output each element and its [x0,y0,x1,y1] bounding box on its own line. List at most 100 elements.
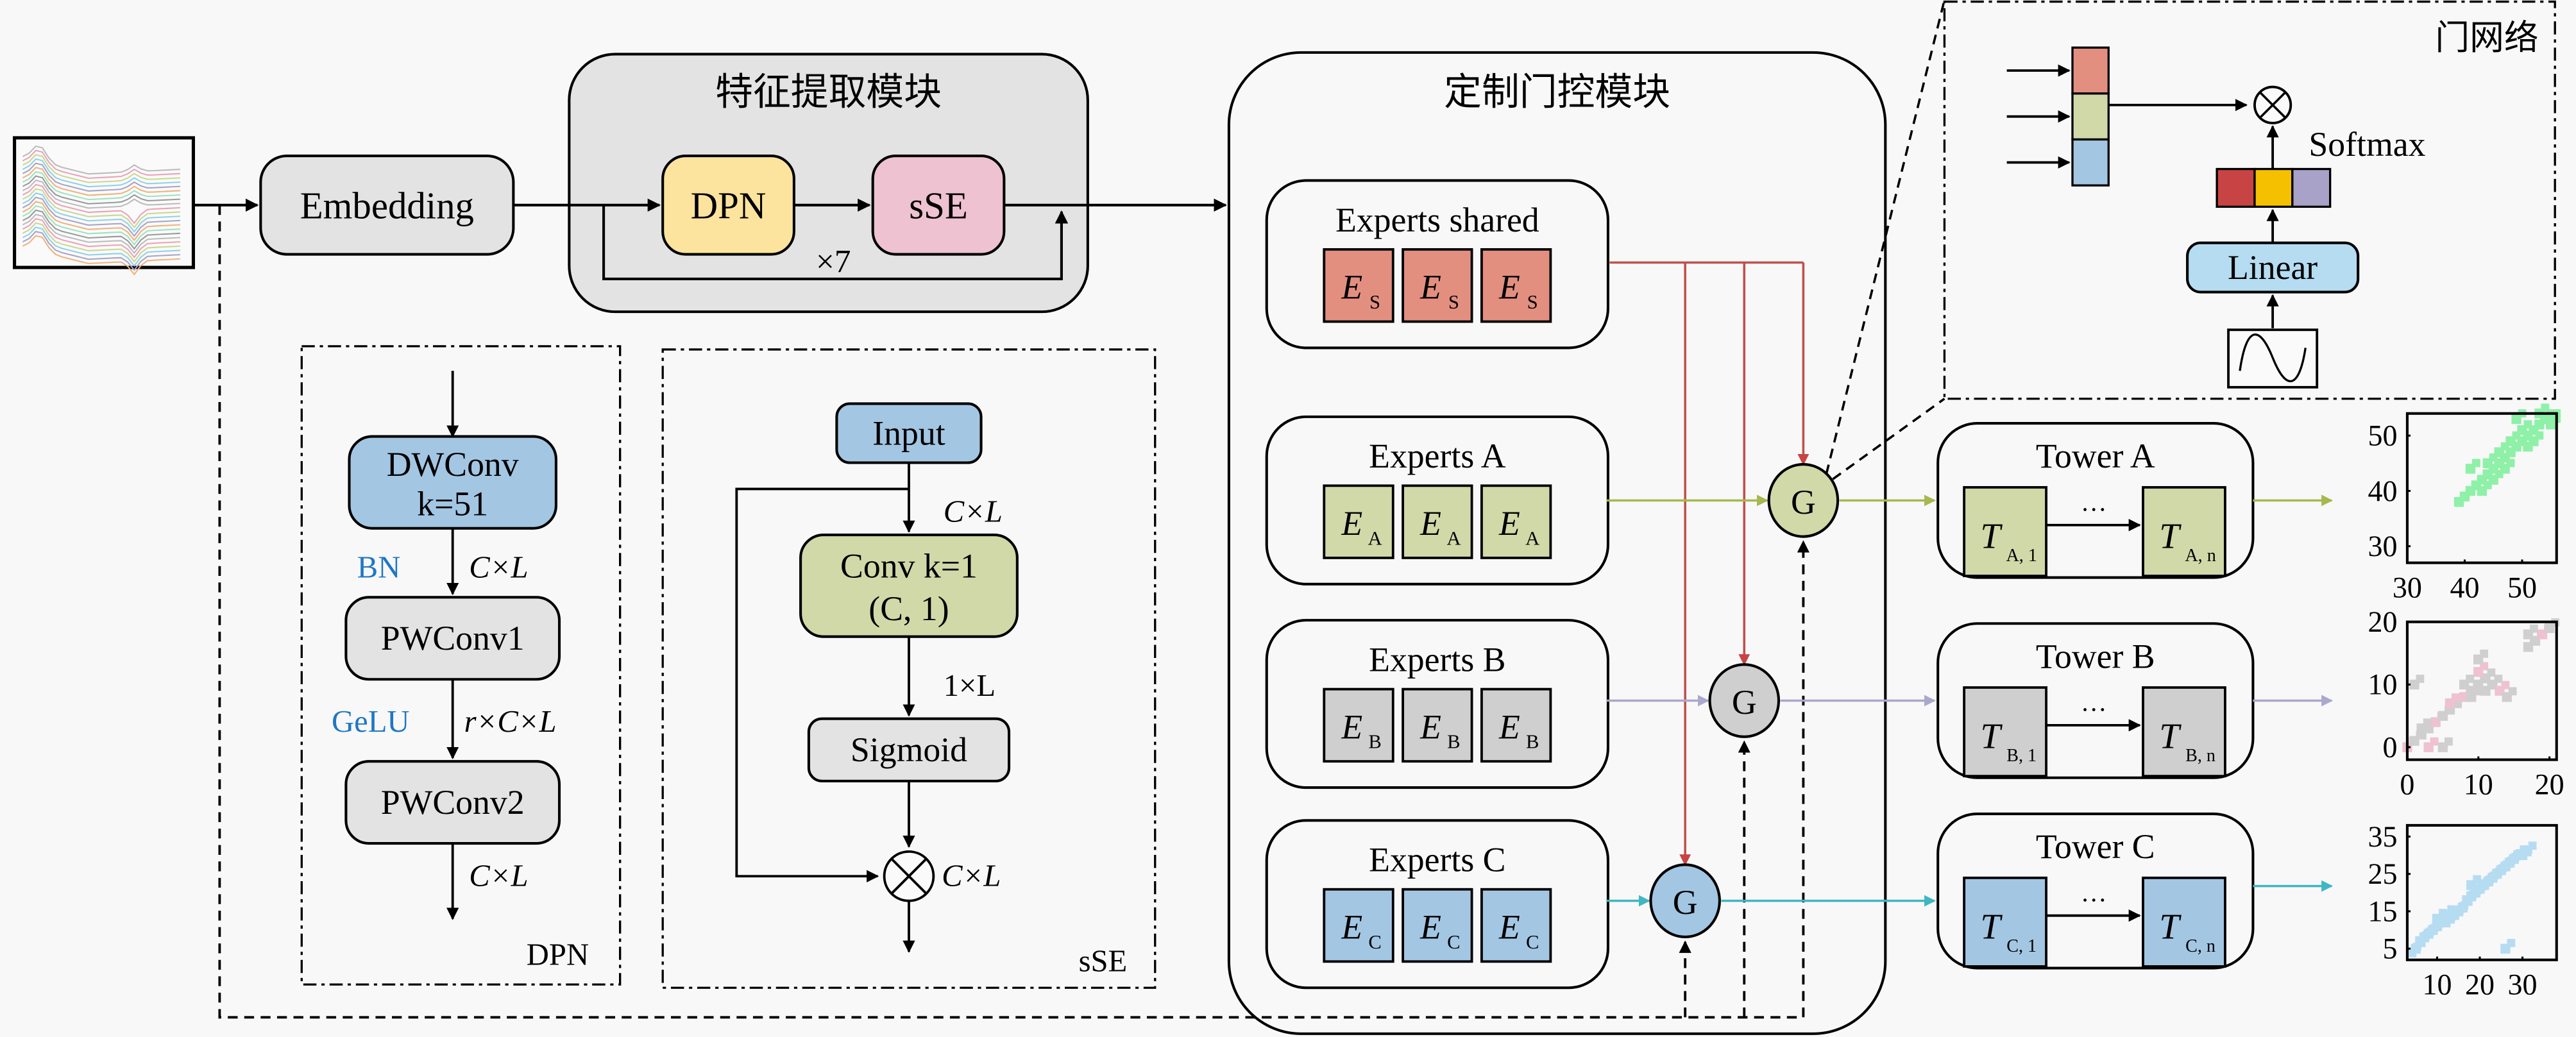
expert-symbol: E [1341,268,1362,307]
pwconv2-block[interactable]: PWConv2 [344,760,561,845]
layer-subscript: C, 1 [2006,936,2037,956]
residual-loop-arrow [602,205,1069,280]
scatter-point [2471,459,2480,468]
waveform-spectra-icon [22,145,181,276]
x-tick-label: 40 [2450,571,2479,603]
zoom-callout-line-bottom [1832,398,1945,480]
scatter-point [2507,938,2516,947]
x-tick-label: 50 [2507,571,2537,603]
embedding-block[interactable]: Embedding [259,155,515,256]
expert-symbol: E [1419,707,1441,746]
y-tick-label: 25 [2368,857,2398,890]
layer-symbol: T [1980,717,2003,757]
sse-dim1: C×L [944,494,1003,529]
spectrum-line [22,171,181,201]
scatter-point [2487,668,2496,677]
gate-b-label: G [1732,683,1757,721]
spectrum-line [22,154,181,183]
gate-node-c[interactable]: G [1649,863,1721,938]
pwconv2-label: PWConv2 [381,783,525,822]
y-tick-label: 0 [2383,730,2398,763]
expert-symbol: E [1498,504,1520,543]
pwconv1-block[interactable]: PWConv1 [344,596,561,681]
linear-block[interactable]: Linear [2186,241,2360,294]
spectrum-line [22,222,181,263]
conv-shape-label: (C, 1) [869,589,949,628]
layer-subscript: A, n [2185,546,2216,566]
spectrum-line [22,196,181,237]
plot-frame [2405,412,2558,564]
spectrum-line [22,235,181,276]
scatter-point [2483,481,2492,489]
scatter-point [2466,675,2475,683]
dwconv-block[interactable]: DWConv k=51 [348,435,557,530]
tower-title: Tower A [2036,437,2155,475]
conv-k1-block[interactable]: Conv k=1 (C, 1) [799,534,1019,638]
softmax-weights [2216,167,2332,208]
spectrum-line [22,188,181,229]
spectrum-line [22,180,181,209]
expert-subscript: B [1526,731,1539,753]
plot-frame [2405,620,2558,761]
otimes-icon [883,850,935,902]
scatter-point [2501,680,2510,689]
tower-title: Tower B [2036,637,2155,675]
x-tick-label: 30 [2393,571,2422,603]
experts-group-title: Experts B [1369,640,1505,679]
experts-group-title: Experts shared [1335,201,1539,239]
scatter-point [2416,675,2425,683]
sse-input-block[interactable]: Input [835,402,983,464]
spectrum-line [22,162,181,192]
gate-node-b[interactable]: G [1708,663,1781,738]
expert-symbol: E [1419,907,1441,946]
input-spectra-thumbnail [13,136,196,276]
expert-subscript: S [1369,291,1380,313]
expert-subscript: B [1368,731,1381,753]
sse-label: sSE [909,185,968,226]
dpn-dim1: C×L [469,550,528,585]
layer-subscript: A, 1 [2006,546,2037,566]
embedding-label: Embedding [300,185,474,226]
scatter-point [2528,841,2537,850]
scatter-point [2423,718,2432,727]
scatter-point [2541,403,2550,412]
expert-subscript: S [1527,291,1538,313]
sse-block[interactable]: sSE [871,155,1006,256]
gate-node-a[interactable]: G [1767,463,1840,538]
dpn-dim2: r×C×L [464,704,557,739]
spectrum-line [22,149,181,179]
expert-subscript: A [1525,527,1539,549]
dpn-block[interactable]: DPN [661,155,795,256]
dwconv-kernel-label: k=51 [417,484,488,523]
sigmoid-block[interactable]: Sigmoid [807,717,1011,782]
scatter-point [2523,420,2532,429]
tower-title: Tower C [2036,827,2155,866]
scatter-point [2480,649,2489,658]
gate-a-label: G [1791,483,1816,521]
x-tick-label: 20 [2465,968,2495,1000]
expert-subscript: A [1368,527,1382,549]
scatter-point [2447,905,2456,914]
scatter-point [2430,737,2439,746]
layer-symbol: T [2159,907,2182,947]
y-tick-label: 50 [2368,419,2398,452]
layer-symbol: T [2159,517,2182,557]
y-tick-label: 20 [2368,605,2398,638]
spectrum-line [22,217,181,258]
